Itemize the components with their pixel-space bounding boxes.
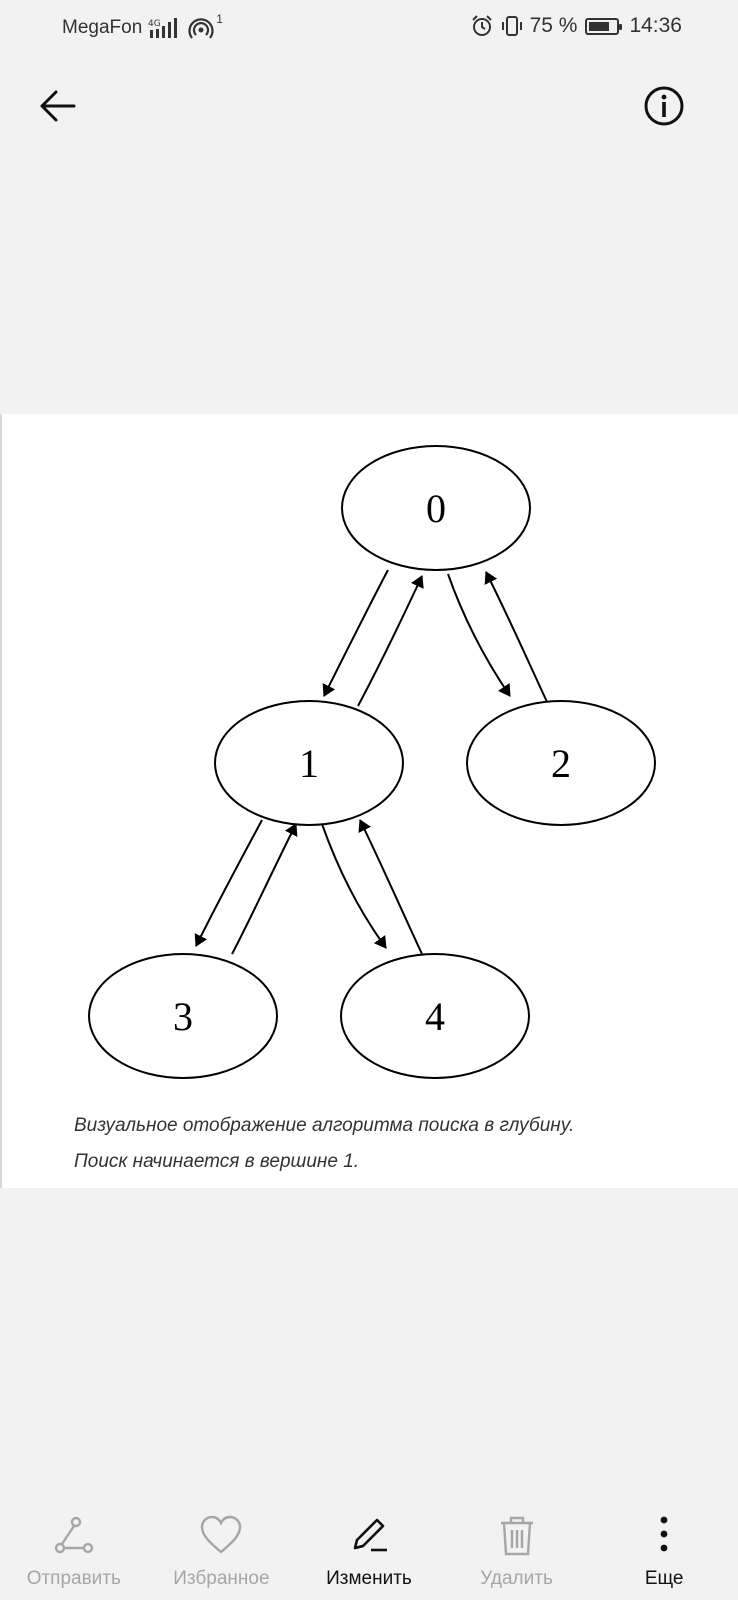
edge-0-to-1 (322, 569, 389, 697)
vibrate-icon (501, 16, 522, 36)
edge-4-to-1 (358, 819, 423, 955)
hotspot-icon (188, 18, 214, 39)
status-left: MegaFon 4G 1 (62, 12, 223, 40)
node-4: 4 (340, 953, 530, 1079)
more-button[interactable]: Еще (590, 1500, 738, 1600)
status-right: 75 % 14:36 (464, 14, 682, 38)
dfs-graph-diagram: 0 1 2 3 4 (88, 445, 656, 1079)
edge-2-to-0 (484, 571, 549, 705)
status-bar: MegaFon 4G 1 75 % 14:36 (0, 0, 738, 56)
more-label: Еще (644, 1568, 684, 1589)
node-3: 3 (88, 953, 278, 1079)
edit-icon (353, 1518, 387, 1552)
image-viewer[interactable]: 0 1 2 3 4 Визуальное отображение алгорит… (0, 414, 738, 1188)
more-icon (660, 1516, 668, 1552)
edge-1-to-4 (321, 823, 387, 949)
edge-0-to-2 (447, 573, 511, 697)
node-3-label: 3 (173, 994, 193, 1039)
share-button[interactable]: Отправить (0, 1500, 148, 1600)
edge-1-to-3 (194, 819, 263, 947)
bottom-action-bar: Отправить Избранное Изменить Удалить Еще (0, 1500, 738, 1600)
delete-label: Удалить (480, 1568, 553, 1589)
edit-button[interactable]: Изменить (295, 1500, 443, 1600)
back-arrow-icon[interactable] (36, 84, 80, 128)
node-4-label: 4 (425, 994, 445, 1039)
clock: 14:36 (629, 14, 682, 37)
node-0: 0 (341, 445, 531, 571)
battery-fill (589, 21, 609, 31)
hotspot-count: 1 (216, 12, 223, 26)
trash-icon (500, 1516, 533, 1556)
edge-1-to-0 (357, 575, 424, 707)
image-caption: Визуальное отображение алгоритма поиска … (74, 1108, 694, 1180)
caption-line-2: Поиск начинается в вершине 1. (74, 1151, 360, 1172)
node-2: 2 (466, 700, 656, 826)
node-0-label: 0 (426, 486, 446, 531)
edit-label: Изменить (326, 1568, 412, 1589)
battery-percent: 75 % (529, 14, 578, 37)
share-label: Отправить (26, 1568, 121, 1589)
heart-icon (201, 1515, 242, 1554)
favorite-button[interactable]: Избранное (148, 1500, 296, 1600)
edge-3-to-1 (231, 823, 298, 955)
node-1-label: 1 (299, 741, 319, 786)
node-2-label: 2 (551, 741, 571, 786)
share-icon (54, 1516, 93, 1554)
node-1: 1 (214, 700, 404, 826)
carrier-name: MegaFon (62, 17, 143, 38)
svg-text:4G: 4G (148, 19, 161, 29)
caption-line-1: Визуальное отображение алгоритма поиска … (74, 1115, 575, 1136)
favorite-label: Избранное (173, 1568, 270, 1589)
signal-icon: 4G (148, 18, 178, 38)
info-icon[interactable] (642, 84, 686, 128)
alarm-icon (471, 15, 492, 36)
battery-icon (585, 17, 623, 35)
delete-button[interactable]: Удалить (443, 1500, 591, 1600)
